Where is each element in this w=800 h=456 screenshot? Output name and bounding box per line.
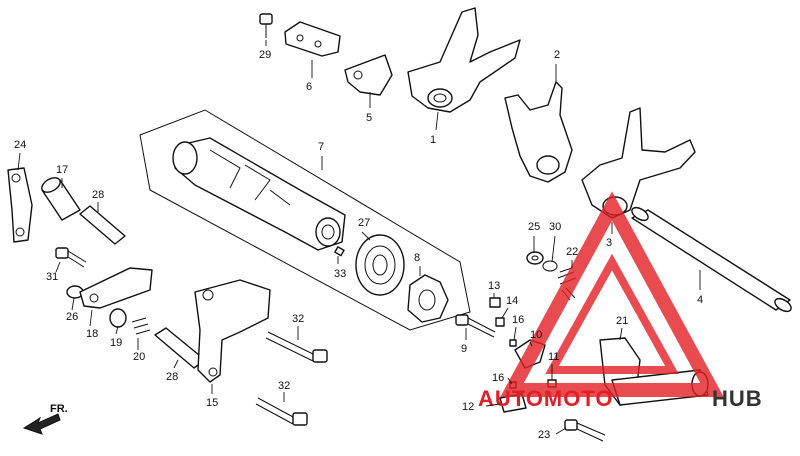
callout-label: 27 (358, 217, 370, 229)
callout-label: 22 (566, 246, 578, 258)
part-5-bracket (344, 54, 393, 96)
callout-label: 28 (166, 371, 178, 383)
callout-leader (501, 307, 509, 319)
callout-label: 31 (46, 271, 58, 283)
part-16-pin-upper (509, 339, 517, 347)
callout-leader (55, 261, 61, 273)
part-24-link-plate (7, 167, 33, 243)
part-32-bolt-upper (265, 331, 328, 363)
callout-label: 1 (430, 134, 436, 146)
watermark-text-dark: HUB (712, 386, 763, 411)
callout-label: 21 (616, 315, 628, 327)
part-13-block (489, 297, 501, 308)
part-29-bolt (259, 13, 273, 38)
part-30-clip (542, 260, 558, 272)
callout-label: 25 (528, 221, 540, 233)
callout-label: 5 (366, 112, 372, 124)
callout-label: 19 (110, 337, 122, 349)
part-25-washer (526, 251, 544, 265)
direction-label: FR. (50, 403, 68, 415)
callout-label: 24 (14, 139, 26, 151)
callout-label: 16 (512, 314, 524, 326)
callout-label: 6 (306, 81, 312, 93)
callout-label: 23 (538, 429, 550, 441)
callout-leader (529, 341, 533, 347)
callout-layer: 2965123472733824172831261819202815323225… (14, 40, 703, 441)
callout-label: 18 (86, 328, 98, 340)
part-1-shift-fork (407, 7, 521, 113)
callout-label: 17 (56, 164, 68, 176)
part-17-collar (41, 177, 81, 221)
callout-leader (71, 297, 75, 311)
callout-leader (435, 111, 439, 131)
part-28-upper-shaft (79, 205, 126, 245)
callout-leader (361, 231, 371, 241)
callout-label: 11 (548, 351, 559, 363)
callout-label: 28 (92, 189, 104, 201)
part-15-plate (194, 279, 271, 383)
part-2-shift-fork (504, 81, 573, 183)
callout-label: 9 (461, 343, 467, 355)
drum-assembly-outline (139, 109, 471, 331)
part-18-arm (79, 267, 153, 309)
callout-label: 10 (530, 329, 542, 341)
part-32-bolt-lower (255, 397, 308, 426)
part-20-spring (131, 317, 151, 335)
part-14-block (495, 317, 505, 327)
callout-leader (507, 377, 513, 385)
callout-leader (551, 235, 556, 263)
callout-leader (555, 427, 567, 435)
part-8-drum-center (407, 274, 449, 323)
callout-label: 8 (414, 252, 420, 264)
callout-label: 4 (697, 294, 703, 306)
part-6-plate (284, 21, 341, 57)
callout-label: 7 (318, 141, 324, 153)
part-7-shift-drum (172, 137, 346, 251)
callout-label: 20 (133, 351, 145, 363)
callout-leader (485, 403, 501, 407)
callout-label: 15 (206, 397, 218, 409)
callout-label: 32 (292, 313, 304, 325)
part-33-pin (334, 246, 345, 257)
callout-label: 13 (488, 280, 500, 292)
part-23-bolt (564, 419, 606, 442)
callout-label: 14 (506, 295, 518, 307)
callout-leader (173, 359, 179, 369)
callout-label: 26 (66, 311, 78, 323)
part-27-bearing (355, 234, 405, 296)
callout-leader (513, 326, 517, 341)
callout-label: 12 (462, 401, 474, 413)
front-direction-arrow (22, 413, 61, 435)
callout-label: 29 (259, 49, 271, 61)
part-9-bolt (455, 314, 496, 338)
part-28-lower-shaft (154, 327, 206, 369)
part-4-fork-shaft (631, 206, 792, 313)
callout-leader (89, 309, 93, 327)
callout-label: 2 (554, 49, 560, 61)
watermark-logo (500, 191, 724, 397)
callout-label: 30 (549, 221, 561, 233)
callout-label: 33 (334, 268, 346, 280)
callout-label: 16 (492, 372, 504, 384)
callout-leader (619, 327, 623, 341)
part-31-bolt (55, 247, 87, 268)
callout-label: 3 (606, 237, 612, 249)
watermark-text-red: AUTOMOTO (478, 386, 614, 411)
part-19-bushing (109, 308, 127, 328)
callout-leader (17, 152, 21, 171)
callout-label: 32 (278, 380, 290, 392)
part-3-shift-fork (581, 107, 696, 219)
callout-leader (115, 325, 119, 335)
